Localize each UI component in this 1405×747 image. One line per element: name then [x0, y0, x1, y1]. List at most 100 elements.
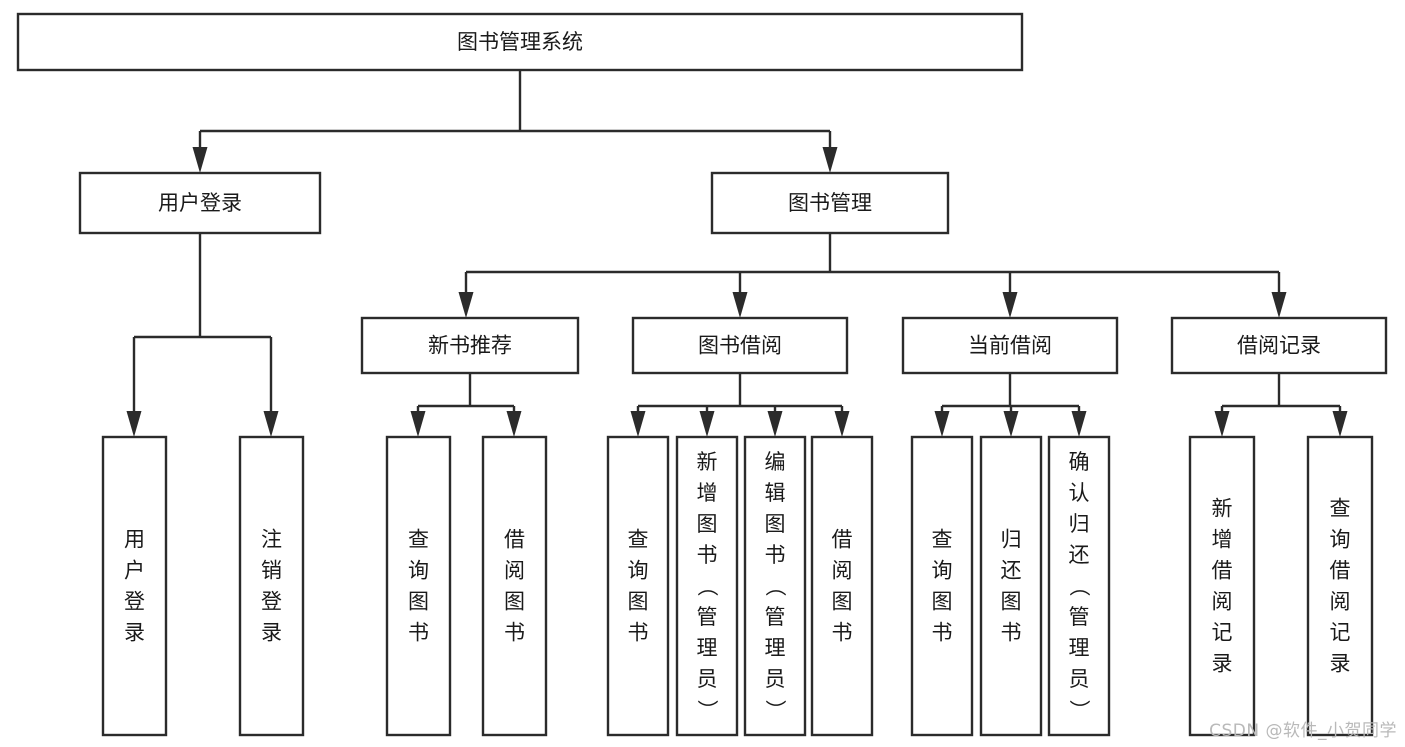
node-borrow-record[interactable]: 借阅记录: [1170, 316, 1388, 375]
svg-text:记: 记: [1212, 621, 1233, 645]
svg-text:查: 查: [408, 528, 429, 552]
node-layer: 图书管理系统用户登录图书管理新书推荐图书借阅当前借阅借阅记录用户登录注销登录查询…: [16, 12, 1388, 737]
svg-text:阅: 阅: [504, 559, 525, 583]
svg-text:新: 新: [697, 450, 718, 474]
svg-text:认: 认: [1069, 481, 1090, 505]
svg-text:户: 户: [124, 559, 145, 583]
node-leaf-user-login[interactable]: 用户登录: [101, 435, 168, 737]
svg-text:图: 图: [1001, 590, 1022, 614]
svg-text:辑: 辑: [765, 481, 786, 505]
svg-text:查: 查: [628, 528, 649, 552]
svg-text:）: ）: [1067, 700, 1091, 721]
svg-text:记: 记: [1330, 621, 1351, 645]
svg-text:书: 书: [504, 621, 525, 645]
svg-text:书: 书: [932, 621, 953, 645]
svg-text:注: 注: [261, 528, 282, 552]
svg-text:员: 员: [1069, 667, 1090, 691]
svg-text:阅: 阅: [832, 559, 853, 583]
node-book-borrow[interactable]: 图书借阅: [631, 316, 849, 375]
connector-record-to-leaves: [1214, 373, 1348, 437]
node-label-new-book-recommend: 新书推荐: [428, 334, 512, 358]
svg-text:图: 图: [832, 590, 853, 614]
svg-text:询: 询: [408, 559, 429, 583]
svg-text:书: 书: [765, 543, 786, 567]
svg-text:管: 管: [765, 605, 786, 629]
svg-text:询: 询: [932, 559, 953, 583]
svg-text:录: 录: [1212, 652, 1233, 676]
node-label-book-borrow: 图书借阅: [698, 334, 782, 358]
svg-text:增: 增: [697, 481, 718, 505]
svg-text:图: 图: [932, 590, 953, 614]
svg-text:录: 录: [1330, 652, 1351, 676]
node-label-root: 图书管理系统: [457, 30, 583, 54]
svg-text:理: 理: [765, 636, 786, 660]
node-label-book-manage: 图书管理: [788, 191, 872, 215]
node-label-current-borrow: 当前借阅: [968, 334, 1052, 358]
svg-text:归: 归: [1001, 528, 1022, 552]
svg-text:员: 员: [697, 667, 718, 691]
svg-text:阅: 阅: [1330, 590, 1351, 614]
svg-text:书: 书: [628, 621, 649, 645]
svg-text:借: 借: [832, 528, 853, 552]
node-label-borrow-record: 借阅记录: [1237, 334, 1321, 358]
svg-text:查: 查: [1330, 497, 1351, 521]
svg-text:销: 销: [261, 559, 282, 583]
svg-text:用: 用: [124, 528, 145, 552]
node-current-borrow[interactable]: 当前借阅: [901, 316, 1119, 375]
node-user-login[interactable]: 用户登录: [78, 171, 322, 235]
svg-text:编: 编: [765, 450, 786, 474]
svg-text:阅: 阅: [1212, 590, 1233, 614]
node-label-user-login: 用户登录: [158, 191, 242, 215]
svg-text:图: 图: [628, 590, 649, 614]
svg-text:借: 借: [1330, 559, 1351, 583]
watermark-label: CSDN @软件_小贺同学: [1209, 721, 1397, 741]
connector-recommend-to-leaves: [410, 373, 522, 437]
svg-text:）: ）: [763, 700, 787, 721]
svg-text:登: 登: [124, 590, 145, 614]
connector-current-to-leaves: [934, 373, 1087, 437]
svg-text:理: 理: [1069, 636, 1090, 660]
svg-text:（: （: [763, 576, 787, 597]
node-book-manage[interactable]: 图书管理: [710, 171, 950, 235]
svg-text:借: 借: [504, 528, 525, 552]
svg-text:图: 图: [765, 512, 786, 536]
svg-text:还: 还: [1001, 559, 1022, 583]
svg-text:（: （: [1067, 576, 1091, 597]
connector-book-manage-to-level3: [458, 233, 1287, 318]
svg-text:询: 询: [1330, 528, 1351, 552]
svg-text:员: 员: [765, 667, 786, 691]
svg-text:图: 图: [504, 590, 525, 614]
svg-text:书: 书: [697, 543, 718, 567]
connector-root-to-level2: [192, 70, 838, 173]
svg-text:查: 查: [932, 528, 953, 552]
node-new-book-recommend[interactable]: 新书推荐: [360, 316, 580, 375]
svg-text:询: 询: [628, 559, 649, 583]
svg-text:确: 确: [1069, 450, 1090, 474]
connector-user-login-to-leaves: [126, 233, 279, 437]
svg-text:登: 登: [261, 590, 282, 614]
svg-text:还: 还: [1069, 543, 1090, 567]
node-root[interactable]: 图书管理系统: [16, 12, 1024, 72]
